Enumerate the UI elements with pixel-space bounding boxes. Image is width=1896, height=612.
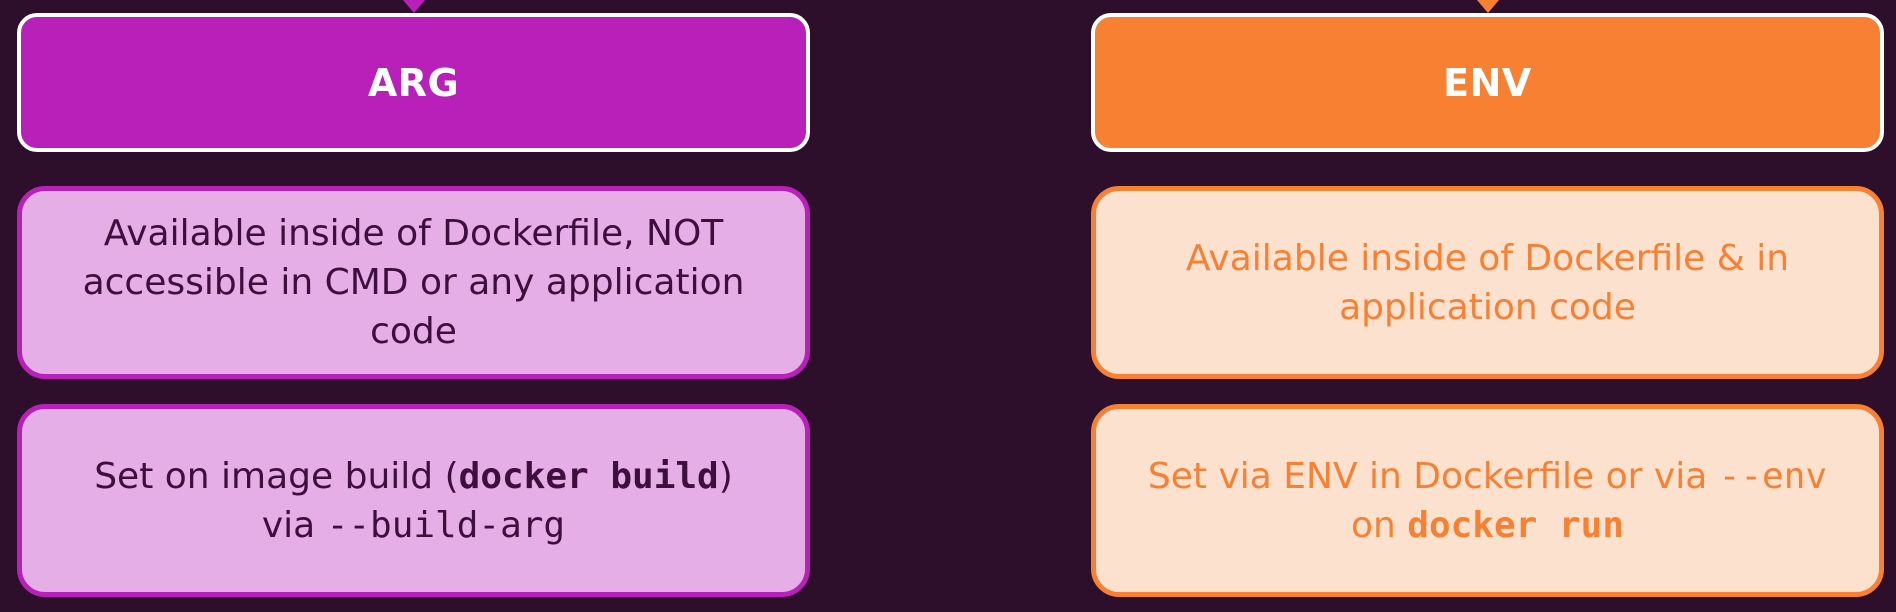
arg-set-text: Set on image build (docker build) via --… <box>94 452 733 550</box>
arg-header: ARG <box>17 13 810 152</box>
arg-set-suffix: ) <box>718 455 733 497</box>
arg-set-via: via <box>261 504 327 546</box>
arg-set-prefix: Set on image build ( <box>94 455 459 497</box>
arg-set-box: Set on image build (docker build) via --… <box>17 404 810 597</box>
env-set-on: on <box>1350 504 1408 546</box>
env-set-prefix: Set via ENV in Dockerfile or via <box>1147 455 1719 497</box>
arrow-down-icon <box>402 0 425 13</box>
arg-availability-text: Available inside of Dockerfile, NOT acce… <box>82 213 745 352</box>
arg-title: ARG <box>367 60 460 105</box>
env-header: ENV <box>1091 13 1884 152</box>
arrow-down-icon <box>1476 0 1499 13</box>
env-set-box: Set via ENV in Dockerfile or via --env o… <box>1091 404 1884 597</box>
env-availability-text: Available inside of Dockerfile & in appl… <box>1185 237 1790 328</box>
env-flag: --env <box>1718 455 1828 497</box>
env-availability-box: Available inside of Dockerfile & in appl… <box>1091 186 1884 379</box>
arg-availability-box: Available inside of Dockerfile, NOT acce… <box>17 186 810 379</box>
build-arg-flag: --build-arg <box>326 504 566 546</box>
env-set-text: Set via ENV in Dockerfile or via --env o… <box>1148 452 1827 550</box>
docker-build-command: docker build <box>458 455 719 497</box>
docker-run-command: docker run <box>1407 504 1625 546</box>
env-title: ENV <box>1443 60 1532 105</box>
